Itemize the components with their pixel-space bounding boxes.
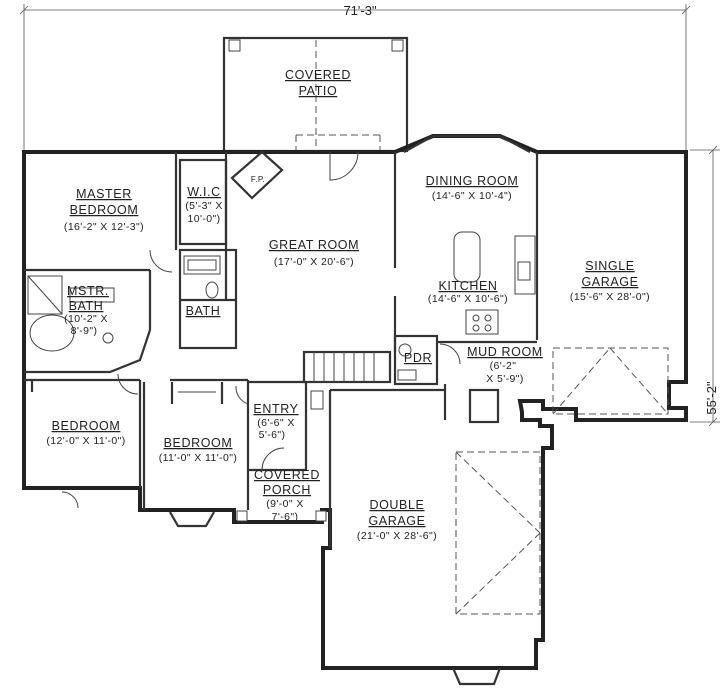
single-garage-label: SINGLE — [585, 259, 634, 273]
entry-size-2: 5'-6") — [259, 429, 286, 441]
covered-porch-size-2: 7'-6") — [272, 511, 299, 523]
double-garage-label: DOUBLE — [369, 498, 424, 512]
single-garage-size: (15'-6" X 28'-0") — [570, 291, 650, 303]
great-room-size: (17'-0" X 20'-6") — [274, 256, 354, 268]
covered-patio-label: COVERED — [285, 68, 351, 82]
powder-room-label: PDR — [404, 351, 432, 365]
covered-porch-label: COVERED — [254, 468, 320, 482]
bedroom-mid-label: BEDROOM — [164, 436, 233, 450]
master-bath-size: (10'-2" X — [64, 313, 108, 325]
mud-room-size: (6'-2" — [490, 360, 517, 372]
wic-size: (5'-3" X — [185, 200, 223, 212]
wic-label: W.I.C — [187, 185, 221, 199]
mud-room-label: MUD ROOM — [467, 345, 543, 359]
master-bedroom-label: MASTER — [76, 187, 132, 201]
interior-walls — [24, 152, 539, 548]
hall-bath-label: BATH — [186, 304, 221, 318]
mud-room-size-2: X 5'-9") — [486, 373, 524, 385]
master-bath-label: MSTR. — [67, 284, 109, 298]
dimension-lines — [19, 4, 720, 427]
kitchen-label: KITCHEN — [438, 279, 497, 293]
entry-label: ENTRY — [253, 402, 298, 416]
fixtures — [27, 150, 536, 686]
master-bath-size-2: 8'-9") — [71, 325, 98, 337]
overall-width-label: 71'-3" — [343, 3, 377, 18]
wic-size-2: 10'-0") — [187, 213, 220, 225]
entry-size: (6'-6" X — [257, 417, 295, 429]
bedroom-left-label: BEDROOM — [52, 419, 121, 433]
master-bedroom-size: (16'-2" X 12'-3") — [64, 221, 144, 233]
bedroom-mid-size: (11'-0" X 11'-0") — [159, 452, 238, 464]
double-garage-label-2: GARAGE — [368, 514, 425, 528]
single-garage-label-2: GARAGE — [581, 275, 638, 289]
fireplace-label: F.P. — [251, 175, 265, 184]
garage-door-outlines — [455, 347, 669, 615]
great-room-label: GREAT ROOM — [269, 238, 359, 252]
kitchen-size: (14'-6" X 10'-6") — [428, 293, 508, 305]
room-labels: COVERED PATIO MASTER BEDROOM (16'-2" X 1… — [46, 68, 650, 542]
covered-porch-label-2: PORCH — [263, 483, 311, 497]
bedroom-left-size: (12'-0" X 11'-0") — [46, 435, 125, 447]
master-bedroom-label-2: BEDROOM — [70, 203, 139, 217]
covered-porch-size: (9'-0" X — [266, 498, 304, 510]
dining-room-size: (14'-6" X 10'-4") — [432, 190, 512, 202]
master-bath-label-2: BATH — [69, 299, 104, 313]
dining-room-label: DINING ROOM — [426, 174, 519, 188]
doors — [61, 151, 461, 509]
double-garage-size: (21'-0" X 28'-6") — [357, 530, 437, 542]
overall-depth-label: 55'-2" — [704, 381, 719, 415]
covered-patio-label-2: PATIO — [299, 84, 338, 98]
